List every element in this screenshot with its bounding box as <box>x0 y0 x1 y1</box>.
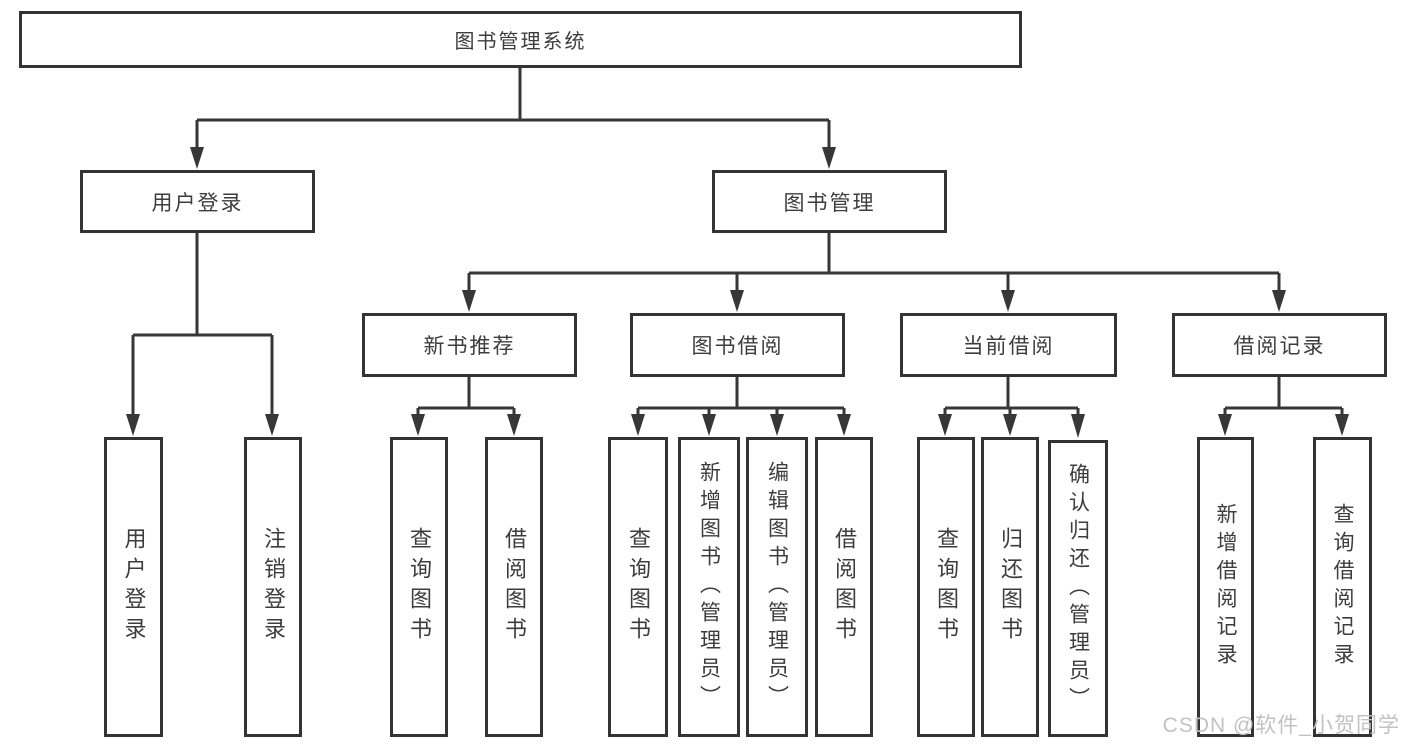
node-new-book-recommend: 新书推荐 <box>362 313 577 377</box>
leaf-query-books-current: 查询图书 <box>917 437 975 737</box>
node-book-management: 图书管理 <box>712 170 947 233</box>
node-current-borrow-label: 当前借阅 <box>962 335 1055 358</box>
leaf-user-login: 用户登录 <box>104 437 163 737</box>
leaf-add-borrow-record: 新增借阅记录 <box>1197 437 1254 737</box>
leaf-query-borrow-record: 查询借阅记录 <box>1313 437 1372 737</box>
node-user-login: 用户登录 <box>80 170 315 233</box>
node-new-book-recommend-label: 新书推荐 <box>423 335 516 358</box>
leaf-borrow-books: 借阅图书 <box>815 437 873 737</box>
leaf-confirm-return-admin: 确认归还（管理员） <box>1048 440 1108 737</box>
node-borrow-record: 借阅记录 <box>1172 313 1387 377</box>
node-book-management-label: 图书管理 <box>783 191 876 215</box>
arrowheads <box>126 147 1349 438</box>
node-book-borrow-label: 图书借阅 <box>691 335 784 358</box>
node-borrow-record-label: 借阅记录 <box>1233 335 1326 358</box>
csdn-watermark: CSDN @软件_小贺同学 <box>1162 714 1400 737</box>
leaf-return-book: 归还图书 <box>981 437 1039 737</box>
node-root-label: 图书管理系统 <box>454 31 587 53</box>
leaf-logout: 注销登录 <box>244 437 302 737</box>
leaf-borrow-books-rec: 借阅图书 <box>485 437 543 737</box>
node-user-login-label: 用户登录 <box>151 191 244 215</box>
leaf-edit-book-admin: 编辑图书（管理员） <box>746 437 808 737</box>
leaf-add-book-admin: 新增图书（管理员） <box>678 437 740 737</box>
node-current-borrow: 当前借阅 <box>900 313 1117 377</box>
node-root-system: 图书管理系统 <box>19 11 1022 68</box>
leaf-query-books-rec: 查询图书 <box>390 437 448 737</box>
node-book-borrow: 图书借阅 <box>630 313 845 377</box>
leaf-query-books-borrow: 查询图书 <box>608 437 668 737</box>
